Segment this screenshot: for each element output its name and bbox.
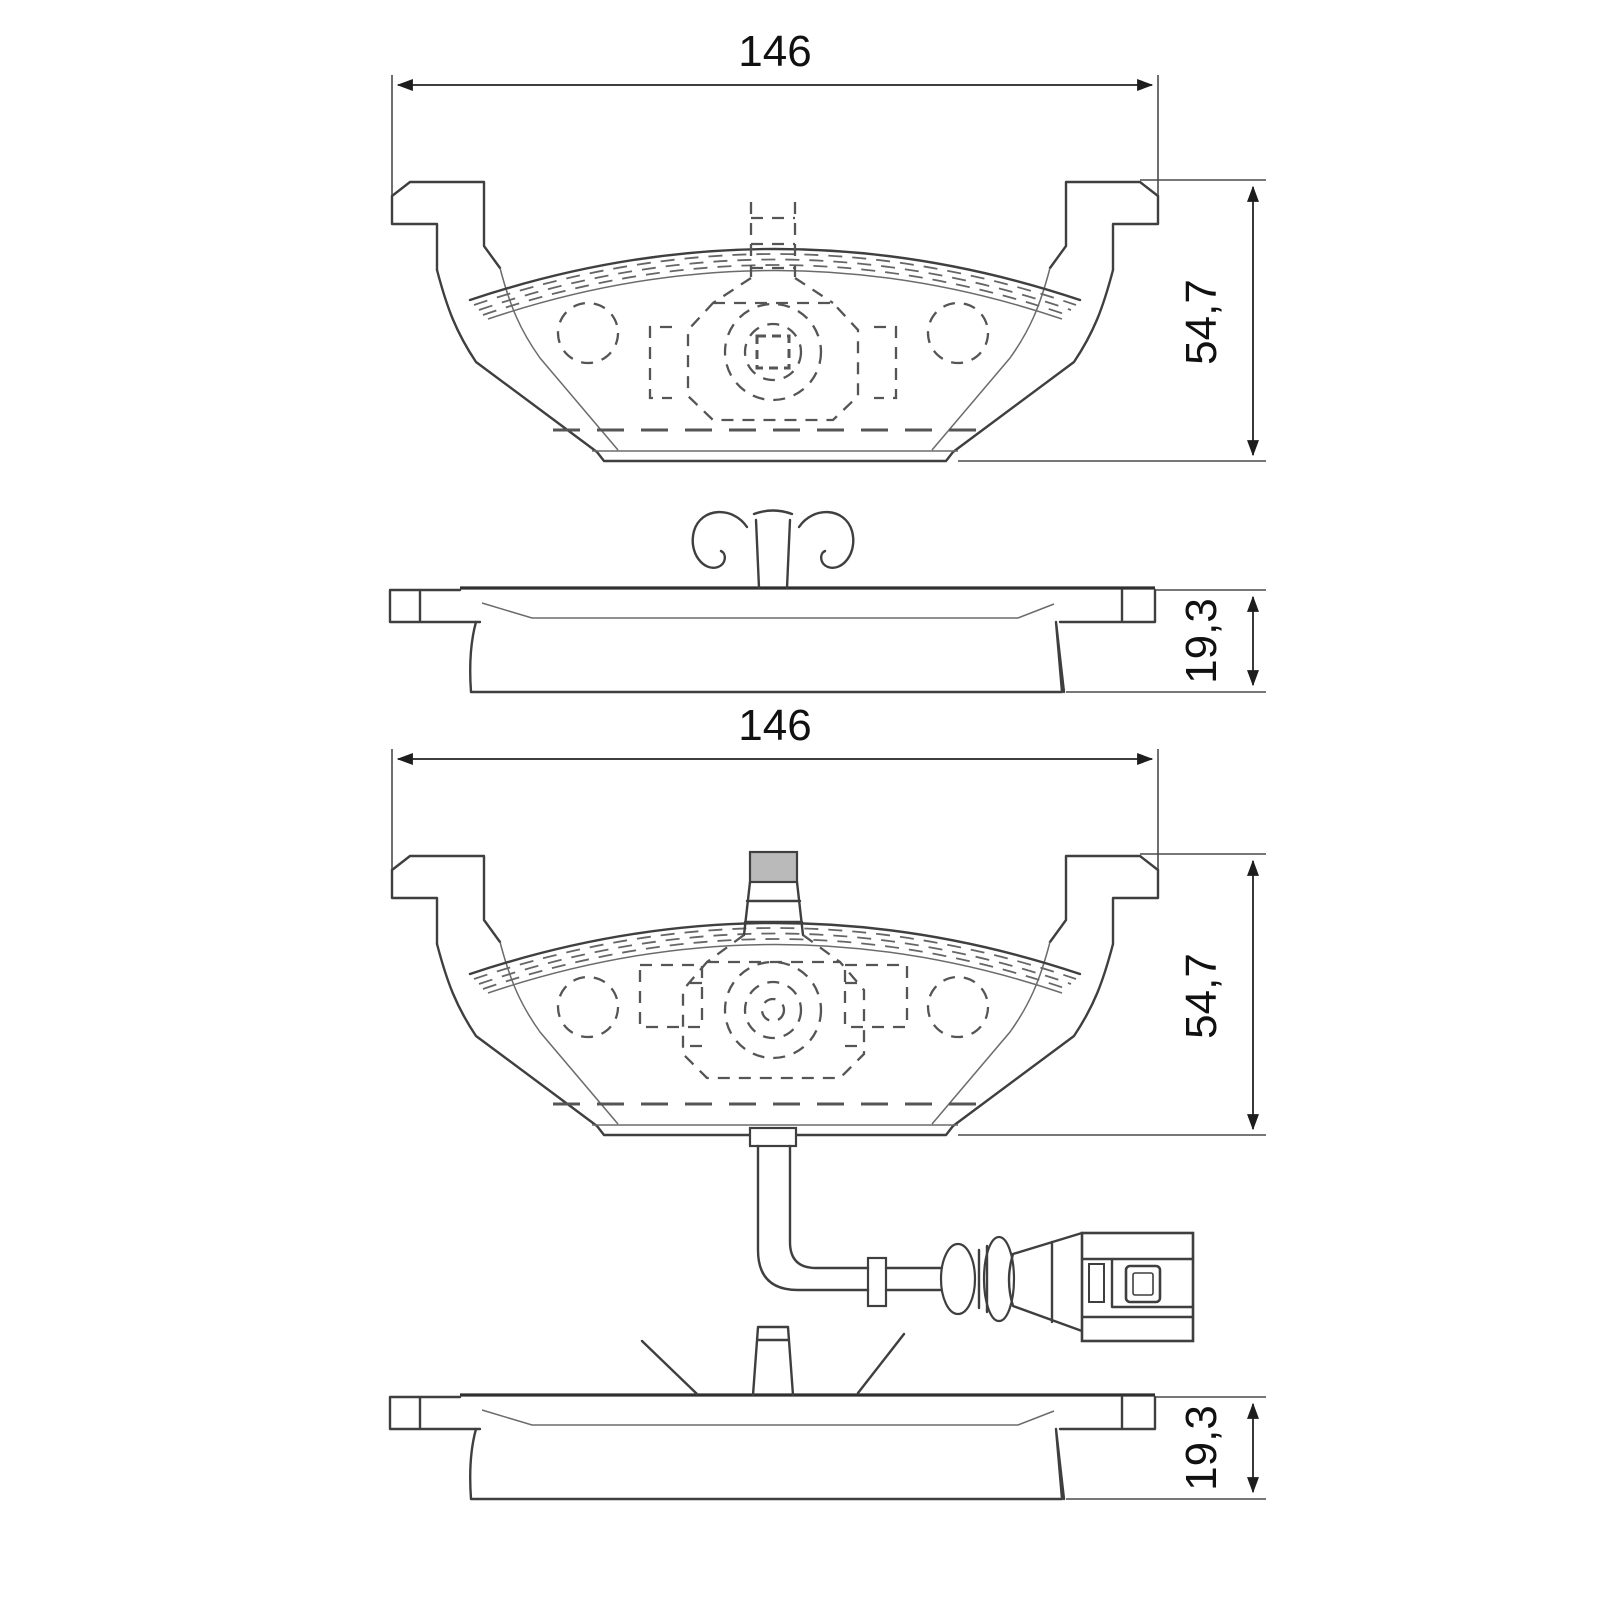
pad1-height-label: 54,7 [1177,279,1226,365]
pad2-thickness-dimension: 19,3 [1066,1396,1266,1500]
pad2-width-dimension: 146 [391,701,1159,869]
pad2-thickness-label: 19,3 [1177,1405,1226,1491]
pad2-width-label: 146 [738,701,811,750]
pad1-thickness-dimension: 19,3 [1066,589,1266,693]
pad1-front-view: 146 54,7 [390,27,1266,463]
pad2-height-label: 54,7 [1177,953,1226,1039]
pad2-sensor-wire [748,1126,1195,1343]
pad1-height-dimension: 54,7 [958,179,1266,462]
pad1-profile-view: 19,3 [388,509,1266,694]
pad2-profile-view: 19,3 [388,1325,1266,1501]
wire-ferrule [866,1256,943,1308]
pad1-width-label: 146 [738,27,811,76]
pad2-sensor-boss [640,1325,906,1397]
pad2-front-view: 146 54,7 [390,701,1266,1343]
pad2-height-dimension: 54,7 [958,853,1266,1136]
wire-grommet [939,1235,1016,1323]
pad1-sensor-seat [648,202,898,422]
pad2-wear-sensor [638,850,909,1080]
pad1-thickness-label: 19,3 [1177,598,1226,684]
pad1-width-dimension: 146 [391,27,1159,195]
pad1-retaining-spring [691,509,855,590]
sensor-connector [1007,1231,1195,1343]
